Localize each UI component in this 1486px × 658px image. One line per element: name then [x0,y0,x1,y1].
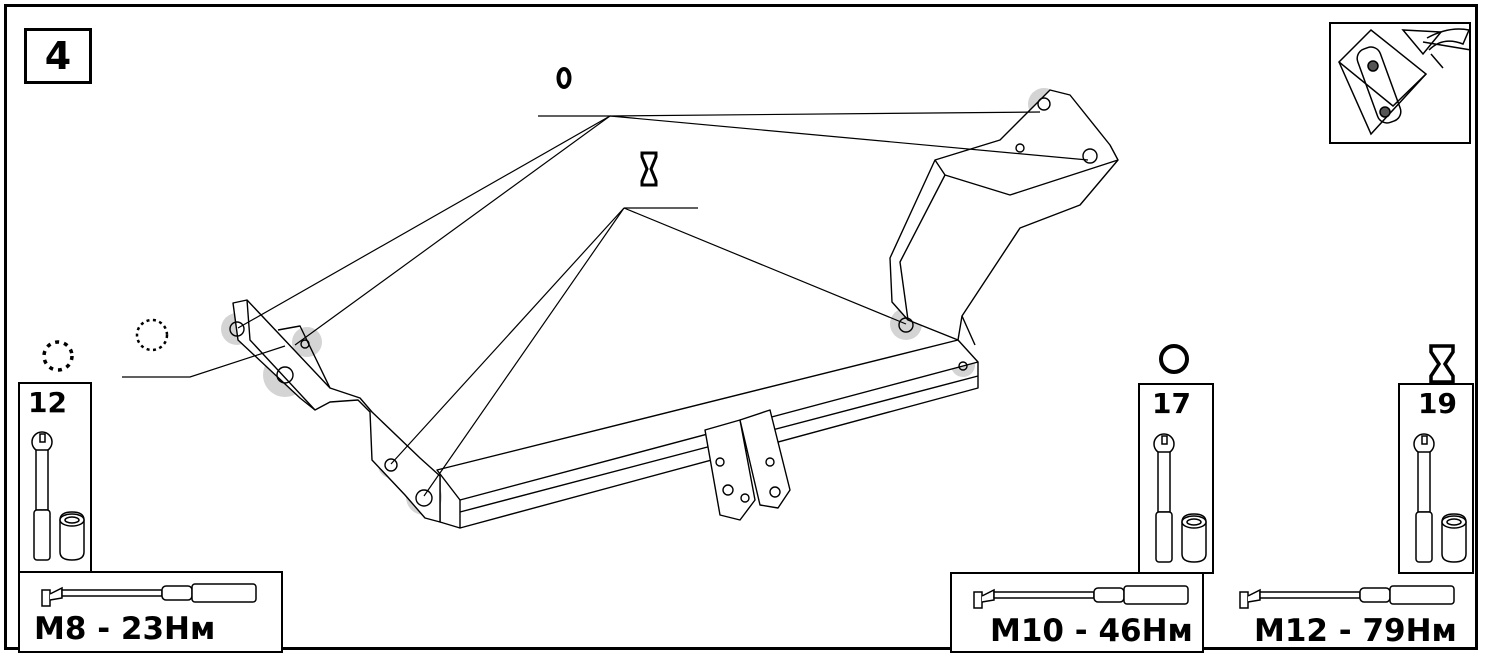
torque-value-m8: M8 - 23Нм [34,611,216,647]
ring-symbol [556,67,572,89]
torque-wrench-icon [973,585,1189,609]
hourglass-symbol [640,151,658,187]
vehicle-orientation-icon [1337,28,1472,136]
diagram-frame [4,4,1478,650]
left-bracket [232,299,441,523]
step-number: 4 [24,28,92,84]
ratchet-icon [31,431,85,561]
hourglass-symbol [1429,344,1455,384]
socket-size-12: 12 [28,386,67,419]
socket-size-19: 19 [1418,387,1457,420]
torque-wrench-icon [41,583,257,607]
torque-value-m12: M12 - 79Нм [1254,613,1457,649]
ring-symbol [1159,344,1189,374]
mount-plate-right [739,409,791,509]
torque-wrench-icon [1239,585,1455,609]
dotted-ring-symbol [42,340,74,372]
socket-size-17: 17 [1152,387,1191,420]
right-bracket [889,89,1119,341]
cross-beam [436,339,979,501]
torque-value-m10: M10 - 46Нм [990,613,1193,649]
socket-box-17 [1138,383,1214,574]
ratchet-icon [1153,433,1207,563]
dotted-ring-symbol [135,318,169,352]
ratchet-icon [1413,433,1467,563]
vehicle-orientation-box [1329,22,1472,144]
leader-dotted-ring [122,345,286,378]
